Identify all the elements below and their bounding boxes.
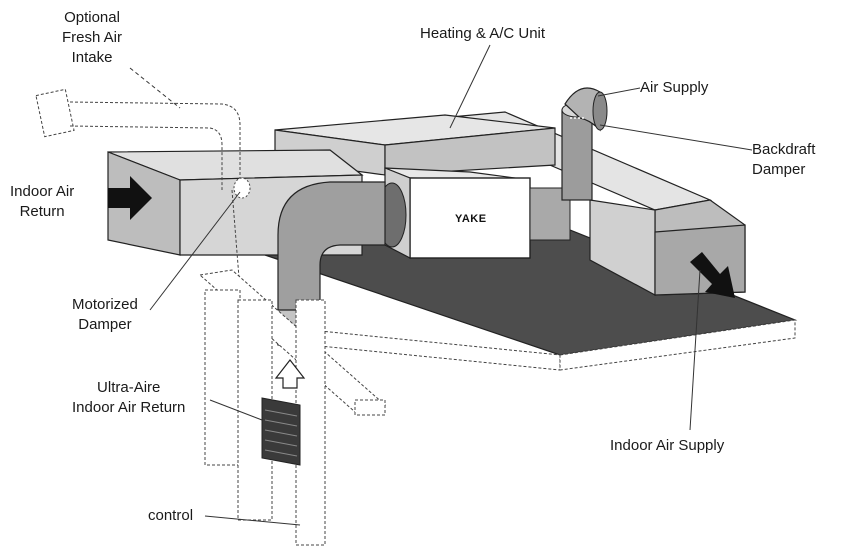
wall-framing — [198, 269, 387, 546]
air-supply-label: Air Supply — [640, 79, 709, 96]
grille-up-arrow — [274, 359, 306, 389]
return-arrow — [108, 176, 152, 220]
air-supply-pipe — [561, 87, 608, 201]
leader-lines — [129, 44, 753, 526]
ultra-aire-return-label: Ultra-Aire Indoor Air Return — [72, 379, 186, 416]
floor-slab — [264, 219, 798, 371]
indoor-air-return-label: Indoor Air Return — [10, 183, 75, 220]
flow-arrows — [108, 176, 735, 389]
indoor-air-supply-label: Indoor Air Supply — [610, 437, 725, 454]
motorized-damper-label: Motorized Damper — [72, 296, 138, 333]
supply-arrow — [690, 252, 735, 298]
heating-ac-unit-label: Heating & A/C Unit — [420, 25, 546, 42]
fresh-air-intake-label: Optional Fresh Air Intake — [62, 9, 123, 66]
return-grille — [261, 397, 301, 466]
control-label: control — [148, 507, 194, 524]
backdraft-damper-label: Backdraft Damper — [752, 141, 816, 178]
motorized-damper — [233, 177, 251, 199]
fresh-air-intake — [35, 88, 241, 291]
unit-brand-label: YAKE — [455, 213, 487, 225]
